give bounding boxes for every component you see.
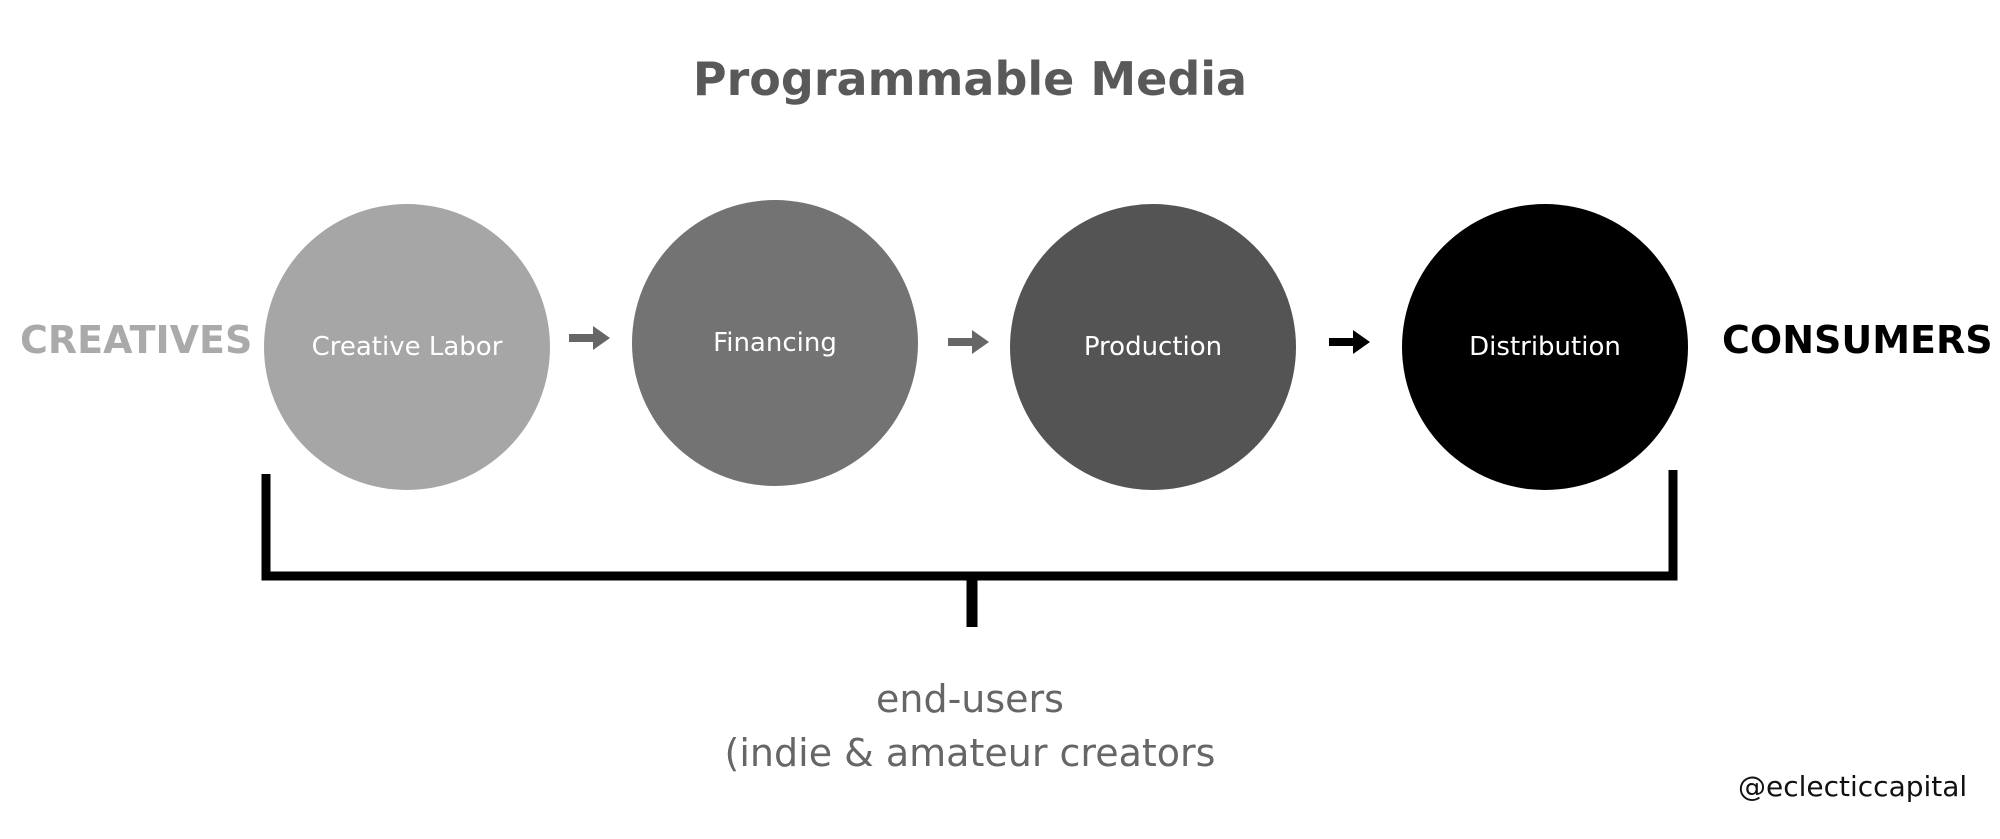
- arrow-right-icon: [569, 326, 610, 350]
- end-users-line: end-users: [876, 677, 1064, 721]
- stage-financing: Financing: [632, 200, 918, 486]
- stage-creative-labor: Creative Labor: [264, 204, 550, 490]
- end-users-subtitle: (indie & amateur creators: [724, 731, 1216, 775]
- stage-label: Financing: [713, 328, 837, 358]
- author-handle: @eclecticcapital: [1738, 770, 1968, 803]
- diagram-title: Programmable Media: [692, 52, 1248, 106]
- arrow-right-icon: [948, 330, 989, 354]
- consumers-label: CONSUMERS: [1722, 318, 1993, 362]
- stage-label: Distribution: [1469, 332, 1621, 362]
- stage-label: Production: [1083, 332, 1223, 362]
- end-users-label: end-users (indie & amateur creators: [0, 672, 1940, 780]
- stage-distribution: Distribution: [1402, 204, 1688, 490]
- stage-label: Creative Labor: [311, 332, 503, 362]
- arrow-right-icon: [1329, 330, 1370, 354]
- creatives-label: CREATIVES: [20, 318, 253, 362]
- stage-production: Production: [1010, 204, 1296, 490]
